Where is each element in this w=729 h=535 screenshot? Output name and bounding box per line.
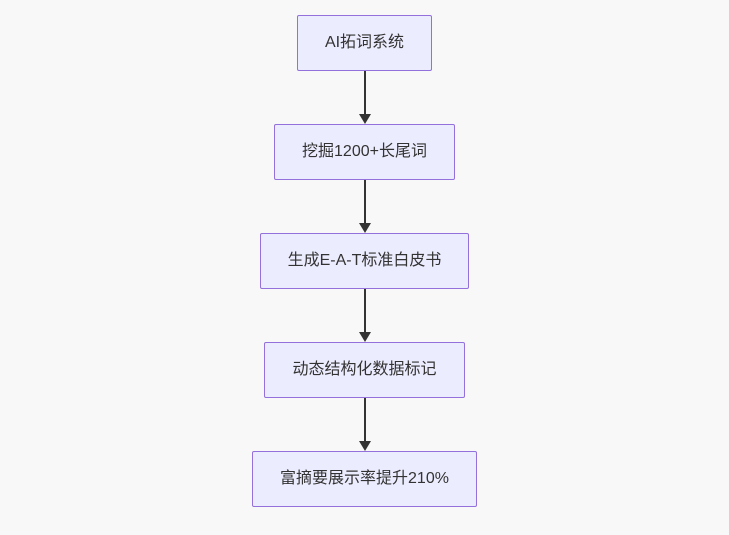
edge-arrow-2 [358, 180, 371, 233]
edge-line [363, 180, 366, 224]
edge-line [363, 71, 366, 115]
flowchart: AI拓词系统 挖掘1200+长尾词 生成E-A-T标准白皮书 动态结构化数据标记 [7, 15, 722, 507]
edge-arrow-1 [358, 71, 371, 124]
edge-line [363, 289, 366, 333]
flow-node-label: 动态结构化数据标记 [292, 361, 437, 378]
arrow-down-icon [358, 441, 371, 451]
flow-node-eat-whitepaper: 生成E-A-T标准白皮书 [259, 233, 470, 289]
flow-node-label: 挖掘1200+长尾词 [302, 143, 427, 160]
flow-node-longtail-mining: 挖掘1200+长尾词 [274, 124, 455, 180]
flow-node-label: 富摘要展示率提升210% [280, 470, 449, 487]
flow-node-label: 生成E-A-T标准白皮书 [287, 252, 442, 269]
flow-node-ai-keyword-system: AI拓词系统 [296, 15, 433, 71]
edge-arrow-3 [358, 289, 371, 342]
arrow-down-icon [358, 223, 371, 233]
arrow-down-icon [358, 114, 371, 124]
arrow-down-icon [358, 332, 371, 342]
flow-node-rich-snippet-uplift: 富摘要展示率提升210% [252, 451, 477, 507]
flow-node-label: AI拓词系统 [324, 34, 405, 51]
flow-node-structured-data-markup: 动态结构化数据标记 [264, 342, 465, 398]
edge-arrow-4 [358, 398, 371, 451]
edge-line [363, 398, 366, 442]
